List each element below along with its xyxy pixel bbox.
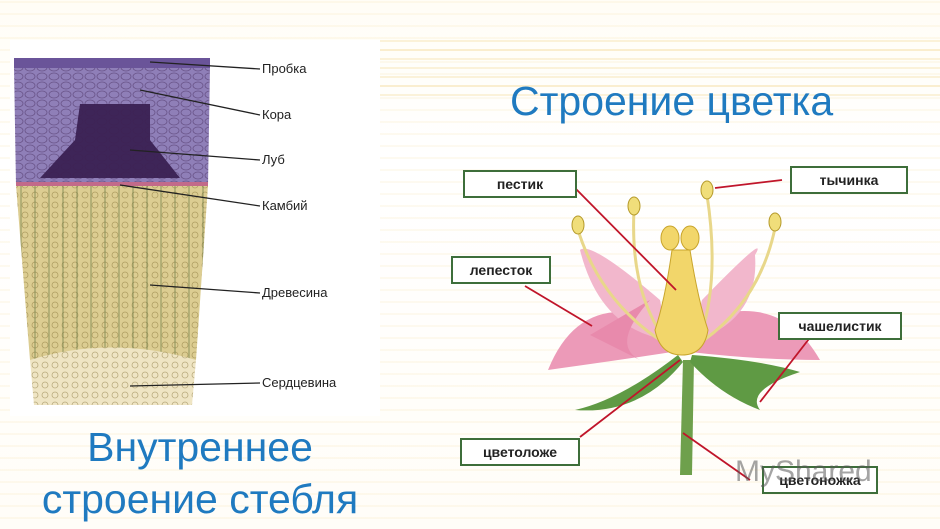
label-cambium: Камбий [262,198,308,213]
label-wood: Древесина [262,285,328,300]
label-pith: Сердцевина [262,375,337,390]
stem-title: Внутреннее строение стебля [14,421,386,525]
label-bark: Кора [262,107,292,122]
label-receptacle: цветоложе [460,438,580,466]
stem-title-line1: Внутреннее [87,424,313,470]
cork-layer [14,58,210,68]
label-pedicel: цветоножка [762,466,878,494]
label-petal: лепесток [451,256,551,284]
label-stamen: тычинка [790,166,908,194]
flower-illustration [548,180,820,475]
stem-title-line2: строение стебля [41,476,359,522]
decorative-stripes [380,40,940,100]
label-cork: Пробка [262,61,307,76]
label-pistil: пестик [463,170,577,198]
watermark: MyShared [735,455,872,488]
flower-title: Строение цветка [510,78,834,124]
label-phloem: Луб [262,152,285,167]
label-sepal: чашелистик [778,312,902,340]
cambium-layer [16,182,208,186]
